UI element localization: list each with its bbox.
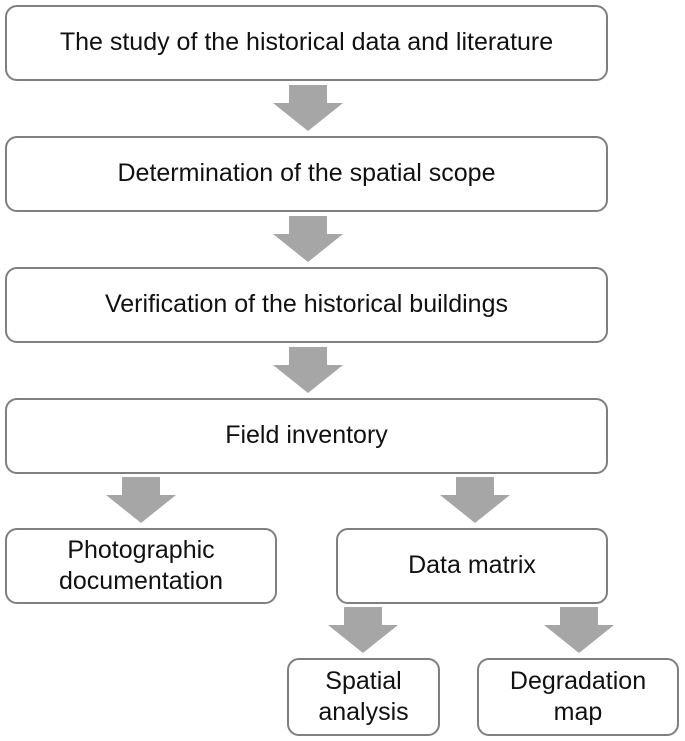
- down-arrow-icon: [106, 477, 176, 523]
- down-arrow-icon: [328, 607, 398, 653]
- field-inventory-label: Field inventory: [225, 421, 388, 450]
- field-inventory-box: Field inventory: [5, 398, 608, 474]
- down-arrow-icon: [273, 347, 343, 393]
- spatial-scope-label: Determination of the spatial scope: [117, 159, 496, 188]
- spatial-analysis-box: Spatial analysis: [287, 658, 440, 736]
- verification-box: Verification of the historical buildings: [5, 267, 608, 343]
- photographic-documentation-box: Photographic documentation: [5, 528, 277, 604]
- degradation-map-label: Degradation map: [509, 666, 647, 726]
- down-arrow-icon: [544, 607, 614, 653]
- degradation-map-box: Degradation map: [477, 658, 679, 736]
- photographic-documentation-label: Photographic documentation: [58, 535, 223, 595]
- down-arrow-icon: [273, 85, 343, 131]
- down-arrow-icon: [273, 216, 343, 262]
- spatial-analysis-label: Spatial analysis: [318, 666, 409, 726]
- data-matrix-label: Data matrix: [408, 551, 536, 580]
- historical-data-label: The study of the historical data and lit…: [59, 28, 554, 57]
- historical-data-box: The study of the historical data and lit…: [5, 5, 608, 81]
- data-matrix-box: Data matrix: [336, 528, 608, 604]
- spatial-scope-box: Determination of the spatial scope: [5, 136, 608, 212]
- verification-label: Verification of the historical buildings: [104, 290, 508, 319]
- down-arrow-icon: [440, 477, 510, 523]
